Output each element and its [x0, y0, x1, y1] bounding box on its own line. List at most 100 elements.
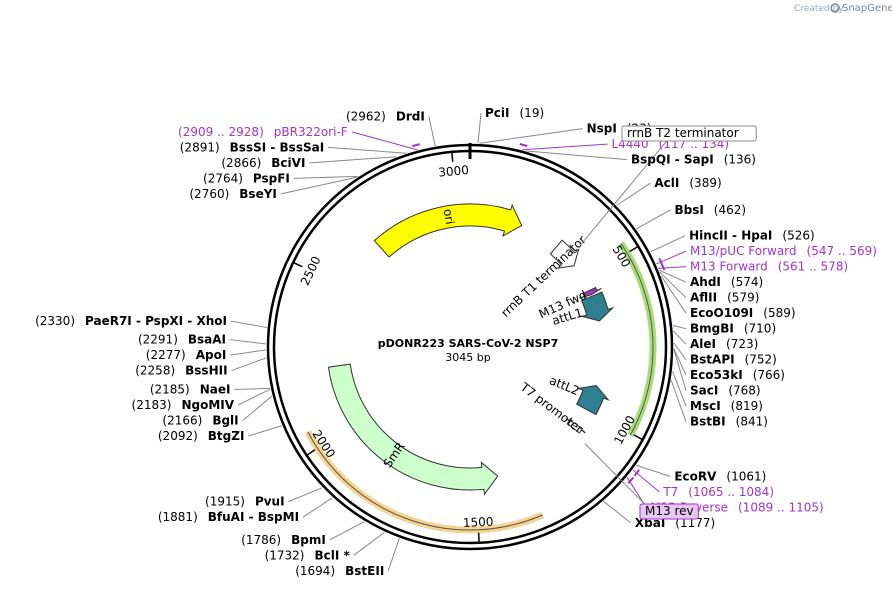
site-label-10[interactable]: AleI(723)	[690, 337, 758, 351]
tick-label-1500: 1500	[463, 515, 494, 530]
leader-line	[522, 143, 608, 151]
tick-label-2500: 2500	[298, 254, 324, 288]
leader-line	[673, 342, 687, 360]
orf-highlight-core-1	[307, 431, 543, 531]
tick-2500	[292, 261, 303, 268]
primer-mark	[519, 143, 528, 147]
plasmid-length: 3045 bp	[445, 351, 490, 364]
site-label-26[interactable]: (2185)NaeI	[150, 383, 231, 397]
primer-mark	[627, 476, 635, 485]
primer-mark	[660, 262, 666, 271]
site-label-3[interactable]: AclI(389)	[654, 176, 721, 190]
tick-500	[629, 245, 639, 253]
created-by-text: Created by	[794, 4, 844, 14]
feature-ori[interactable]	[373, 203, 523, 258]
site-label-32[interactable]: (2764)PspFI	[203, 171, 290, 185]
leader-line	[237, 388, 271, 406]
feature-label-0: ori	[441, 208, 457, 226]
site-label-22[interactable]: (1915)PvuI	[205, 495, 285, 509]
leader-line	[280, 176, 357, 195]
leader-line	[672, 371, 687, 407]
leader-line	[242, 395, 273, 421]
site-label-30[interactable]: (2330)PaeR7I - PspXI - XhoI	[35, 314, 227, 328]
leader-line	[660, 275, 687, 314]
site-label-31[interactable]: (2760)BseYI	[189, 187, 277, 201]
site-label-25[interactable]: (2183)NgoMIV	[132, 398, 235, 412]
leader-line	[288, 487, 323, 503]
leader-line	[673, 330, 687, 345]
leader-line	[650, 235, 686, 253]
tick-label-500: 500	[610, 243, 634, 270]
tick-label-3000: 3000	[438, 163, 470, 180]
leader-line	[387, 538, 400, 571]
site-label-5[interactable]: HincII - HpaI(526)	[689, 229, 815, 243]
plasmid-name: pDONR223 SARS-CoV-2 NSP7	[378, 337, 558, 350]
site-label-21[interactable]: (1881)BfuAI - BspMI	[158, 510, 299, 524]
site-label-23[interactable]: (2092)BtgZI	[158, 429, 245, 443]
site-label-16[interactable]: EcoRV(1061)	[674, 469, 766, 483]
site-label-15[interactable]: BstBI(841)	[690, 415, 768, 429]
feature-attl1[interactable]	[579, 291, 615, 322]
tick-1000	[633, 434, 644, 441]
feature-rrnb-t1-terminator[interactable]	[549, 239, 580, 269]
primer-mark	[633, 469, 640, 477]
leader-line	[658, 269, 687, 283]
site-label-13[interactable]: SacI(768)	[690, 384, 761, 398]
site-label-4[interactable]: BbsI(462)	[674, 203, 746, 217]
site-label-9[interactable]: BmgBI(710)	[690, 322, 776, 336]
leader-line	[293, 175, 359, 179]
site-label-34[interactable]: (2891)BssSI - BssSaI	[180, 140, 324, 154]
feature-attl2[interactable]	[575, 385, 610, 416]
site-label-11[interactable]: BstAPI(752)	[690, 353, 777, 367]
orf-highlights	[304, 241, 657, 534]
leader-line	[477, 113, 482, 144]
feature-smr[interactable]	[327, 363, 499, 496]
leader-line	[672, 324, 687, 330]
leader-line	[329, 521, 365, 541]
site-label-18[interactable]: (1694)BstEII	[295, 564, 384, 578]
snapgene-brand-text: SnapGene	[842, 3, 892, 14]
callout-m13-rev[interactable]: M13 rev	[639, 503, 699, 520]
site-label-0[interactable]: PciI(19)	[485, 106, 544, 120]
feature-label-5: attL2	[547, 373, 581, 398]
site-label-7[interactable]: AflII(579)	[690, 291, 759, 305]
leader-line	[428, 116, 436, 147]
branding: Created by SnapGene	[794, 3, 892, 14]
leader-line	[302, 497, 333, 518]
site-label-14[interactable]: MscI(819)	[690, 399, 763, 413]
site-label-29[interactable]: (2291)BsaAI	[138, 333, 226, 347]
leader-line	[230, 349, 267, 356]
primer-mark	[412, 143, 421, 148]
leader-line	[673, 349, 687, 391]
leader-line	[229, 339, 267, 345]
leader-line	[351, 131, 418, 151]
site-label-12[interactable]: Eco53kI(766)	[690, 368, 785, 382]
leader-line	[248, 425, 282, 437]
primer-label-5[interactable]: (2909 .. 2928)pBR322ori-F	[178, 125, 348, 139]
primer-label-3[interactable]: T7(1065 .. 1084)	[662, 485, 774, 499]
site-label-27[interactable]: (2258)BssHII	[135, 364, 227, 378]
leader-line	[659, 271, 687, 299]
leader-line	[328, 146, 407, 154]
leader-line	[673, 348, 687, 376]
site-label-28[interactable]: (2277)ApoI	[146, 348, 227, 362]
site-label-24[interactable]: (2166)BglI	[162, 414, 238, 428]
site-label-35[interactable]: (2962)DrdI	[346, 109, 425, 123]
leader-line	[479, 128, 583, 144]
leader-line	[603, 500, 632, 524]
site-label-33[interactable]: (2866)BciVI	[221, 156, 305, 170]
primer-label-1[interactable]: M13/pUC Forward(547 .. 569)	[690, 244, 877, 258]
leader-line	[616, 182, 651, 206]
site-label-6[interactable]: AhdI(574)	[690, 275, 763, 289]
feature-t7-promoter[interactable]	[565, 418, 586, 434]
callout-rrnb-t2-terminator[interactable]: rrnB T2 terminator	[621, 125, 757, 142]
leader-line	[636, 464, 671, 477]
site-label-19[interactable]: (1732)BclI *	[265, 548, 351, 562]
site-label-2[interactable]: BspQI - SapI(136)	[631, 153, 756, 167]
site-label-20[interactable]: (1786)BpmI	[241, 533, 326, 547]
leader-line	[230, 320, 268, 329]
feature-m13-fwd[interactable]	[579, 286, 602, 299]
site-label-8[interactable]: EcoO109I(589)	[690, 306, 796, 320]
primer-label-2[interactable]: M13 Forward(561 .. 578)	[690, 260, 848, 274]
